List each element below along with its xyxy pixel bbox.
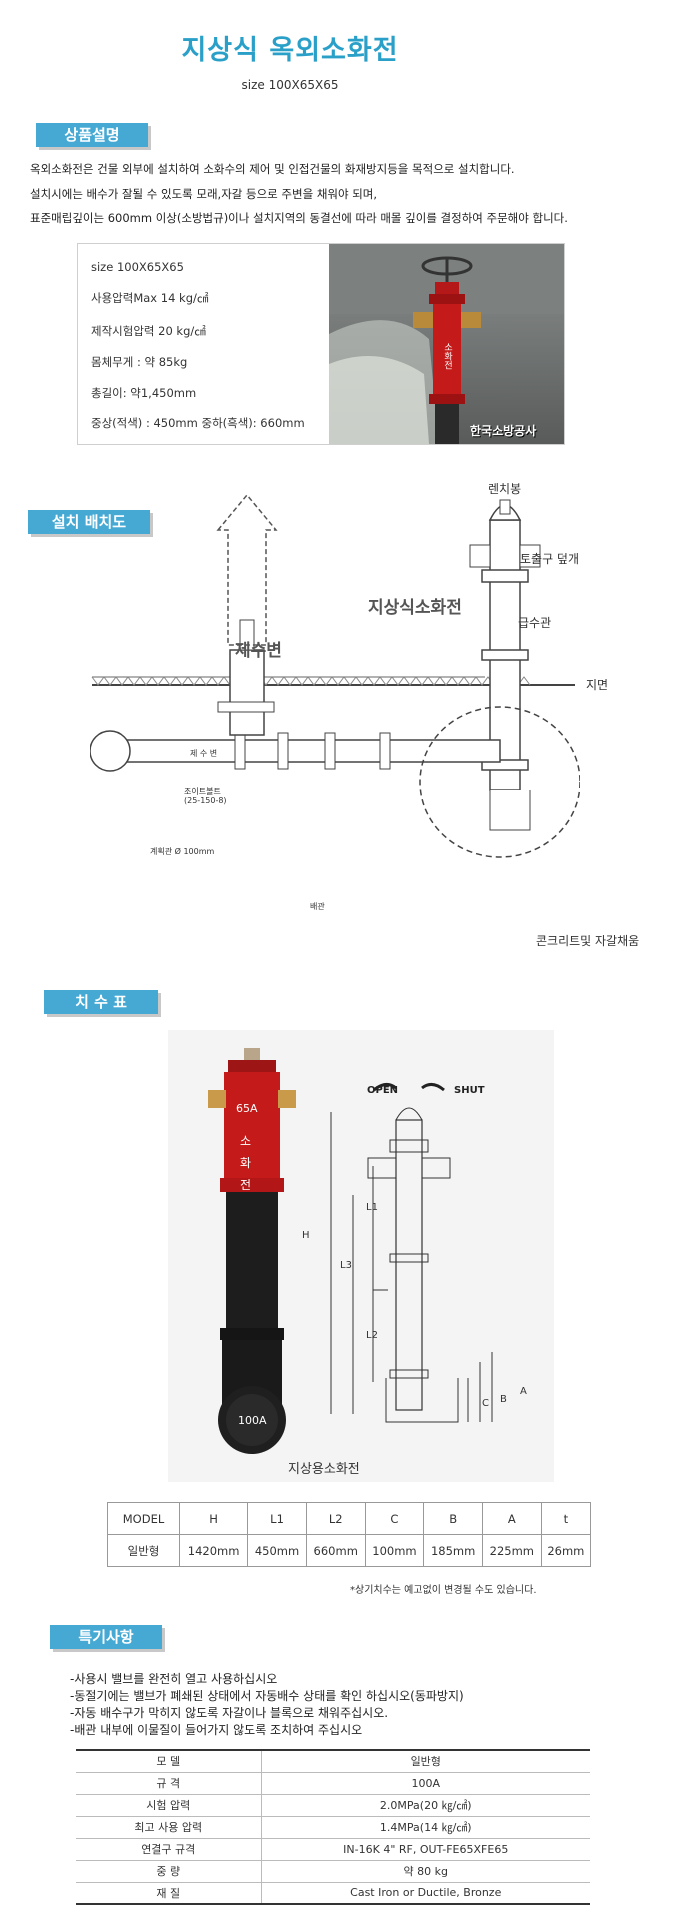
spec-label-model: 모 델 (76, 1750, 262, 1773)
spec-value-material: Cast Iron or Ductile, Bronze (261, 1882, 590, 1905)
feature-line-1: -사용시 밸브를 완전히 열고 사용하십시오 (70, 1672, 278, 1686)
dim-cell-l2: 660mm (305, 1534, 366, 1567)
hydrant-body-text: 소화전 (240, 1134, 252, 1192)
label-small-spec: 조이트볼트 (184, 787, 221, 796)
label-wrench: 렌치봉 (488, 482, 522, 496)
dim-a: A (520, 1386, 527, 1397)
spec-label-size: 규 격 (76, 1772, 262, 1795)
svg-text:소화전: 소화전 (442, 342, 452, 369)
dimension-table: MODEL H L1 L2 C B A t 일반형 1420mm 450mm 6… (107, 1502, 592, 1567)
spec-value-size: 100A (261, 1772, 590, 1795)
spec-label-test-pressure: 시험 압력 (76, 1794, 262, 1817)
description-line-1: 옥외소화전은 건물 외부에 설치하여 소화수의 제어 및 인접건물의 화재방지등… (30, 162, 515, 176)
label-valve: 제수변 (235, 641, 282, 661)
label-cap: 토출구 덮개 (520, 552, 580, 566)
label-concrete: 콘크리트및 자갈채움 (536, 934, 640, 948)
section-label-install: 설치 배치도 (28, 510, 150, 534)
section-label-dimensions: 치 수 표 (44, 990, 158, 1014)
dim-header-c: C (364, 1502, 425, 1535)
photo-caption: 한국소방공사 (470, 424, 537, 438)
hydrant-photo: 소화전 (329, 244, 564, 444)
dim-cell-t: 26mm (540, 1534, 592, 1567)
spec-line-3: 제작시험압력 20 kg/㎠ (91, 324, 206, 338)
spec-label-connection: 연결구 규격 (76, 1838, 262, 1861)
dim-h: H (302, 1230, 310, 1241)
dim-cell-model: 일반형 (107, 1534, 180, 1567)
dim-b: B (500, 1394, 507, 1405)
description-line-2: 설치시에는 배수가 잘될 수 있도록 모래,자갈 등으로 주변을 채워야 되며, (30, 187, 378, 201)
label-small-valve: 제 수 변 (190, 749, 218, 758)
dim-cell-a: 225mm (481, 1534, 542, 1567)
page-title: 지상식 옥외소화전 (181, 35, 399, 66)
dim-l3: L3 (340, 1260, 352, 1271)
hydrant-photo-illustration: 소화전 (329, 244, 564, 444)
dim-l1: L1 (366, 1202, 378, 1213)
open-label: OPEN (367, 1085, 399, 1096)
label-small-spec2: (25-150-8) (184, 796, 227, 805)
feature-line-3: -자동 배수구가 막히지 않도록 자갈이나 블록으로 채워주십시오. (70, 1706, 389, 1720)
dim-header-l2: L2 (305, 1502, 366, 1535)
spec-value-weight: 약 80 kg (261, 1860, 590, 1883)
dimension-note: *상기치수는 예고없이 변경될 수도 있습니다. (350, 1585, 537, 1596)
dim-header-a: A (481, 1502, 542, 1535)
spec-line-5: 총길이: 약1,450mm (91, 386, 197, 400)
spec-value-test-pressure: 2.0MPa(20 ㎏/㎠) (261, 1794, 590, 1817)
dim-header-l1: L1 (247, 1502, 307, 1535)
spec-value-max-pressure: 1.4MPa(14 ㎏/㎠) (261, 1816, 590, 1839)
table-row: 일반형 1420mm 450mm 660mm 100mm 185mm 225mm… (107, 1534, 592, 1567)
hydrant-size-bottom: 100A (238, 1414, 267, 1427)
install-diagram (90, 493, 580, 858)
dim-header-h: H (178, 1502, 249, 1535)
dim-cell-c: 100mm (364, 1534, 425, 1567)
dim-c: C (482, 1398, 489, 1409)
dim-header-model: MODEL (107, 1502, 180, 1535)
dim-l2: L2 (366, 1330, 378, 1341)
spec-line-6: 중상(적색) : 450mm 중하(흑색): 660mm (91, 416, 305, 430)
spec-label-weight: 중 량 (76, 1860, 262, 1883)
section-label-description: 상품설명 (36, 123, 148, 147)
label-ground: 지면 (586, 678, 609, 692)
dimension-figure-drawing (208, 1048, 493, 1454)
feature-line-4: -배관 내부에 이물질이 들어가지 않도록 조치하여 주십시오 (70, 1723, 363, 1737)
dim-header-b: B (423, 1502, 483, 1535)
dim-header-t: t (540, 1502, 592, 1535)
figure-caption: 지상용소화전 (288, 1462, 360, 1477)
spec-label-max-pressure: 최고 사용 압력 (76, 1816, 262, 1839)
dim-cell-b: 185mm (423, 1534, 483, 1567)
page-subtitle: size 100X65X65 (241, 78, 339, 92)
spec-value-model: 일반형 (261, 1750, 590, 1773)
label-small-drain: 배관 (310, 902, 325, 911)
shut-label: SHUT (454, 1085, 485, 1096)
spec-label-material: 재 질 (76, 1882, 262, 1905)
hydrant-size-top: 65A (236, 1102, 258, 1115)
spec-value-connection: IN-16K 4" RF, OUT-FE65XFE65 (261, 1838, 590, 1861)
section-label-features: 특기사항 (50, 1625, 162, 1649)
label-main: 지상식소화전 (368, 598, 462, 618)
feature-line-2: -동절기에는 밸브가 폐쇄된 상태에서 자동배수 상태를 확인 하십시오(동파방… (70, 1689, 464, 1703)
spec-line-4: 몸체무게 : 약 85kg (91, 355, 188, 369)
spec-line-2: 사용압력Max 14 kg/㎠ (91, 291, 209, 305)
spec-line-1: size 100X65X65 (91, 260, 184, 274)
dim-cell-l1: 450mm (247, 1534, 307, 1567)
description-line-3: 표준매립깊이는 600mm 이상(소방법규)이나 설치지역의 동결선에 따라 매… (30, 211, 568, 225)
dimension-table-header: MODEL H L1 L2 C B A t (107, 1502, 592, 1535)
dim-cell-h: 1420mm (178, 1534, 249, 1567)
label-small-pipe: 계획관 Ø 100mm (150, 847, 215, 856)
label-supply: 급수관 (518, 616, 552, 630)
